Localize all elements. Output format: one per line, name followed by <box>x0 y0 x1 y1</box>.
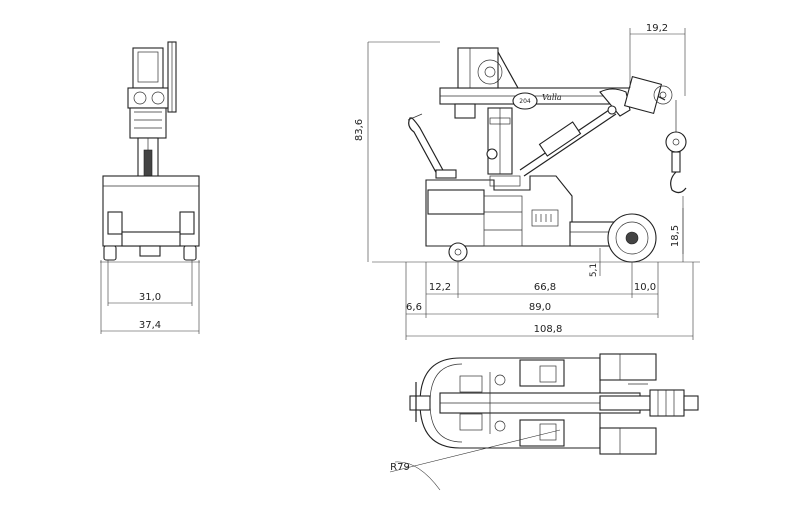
dim-turn-radius: R79 <box>390 462 410 473</box>
dim-total-width: 37,4 <box>139 320 161 331</box>
dim-chassis-length: 89,0 <box>529 302 551 313</box>
turn-radius: R79 <box>389 429 561 491</box>
dim-wheelbase: 66,8 <box>534 282 556 293</box>
dim-total-length: 108,8 <box>534 324 563 335</box>
dim-front-overhang: 12,2 <box>429 282 451 293</box>
side-dimensions: 83,6 19,2 18,5 5,1 12,2 66,8 10,0 6,6 89… <box>354 23 694 340</box>
model-badge <box>512 92 538 110</box>
side-view: 204 Valla <box>372 47 700 263</box>
front-dimensions: 31,0 37,4 <box>100 260 200 334</box>
top-view <box>409 353 699 455</box>
dim-rear-offset: 6,6 <box>406 302 422 313</box>
model-badge-text: 204 <box>519 98 531 105</box>
dim-height-total: 83,6 <box>354 119 365 141</box>
dim-hook-offset: 19,2 <box>646 23 668 34</box>
dim-wheel-height: 18,5 <box>670 225 681 247</box>
front-view <box>100 41 200 263</box>
dim-ground-clearance: 5,1 <box>589 263 599 277</box>
dim-track-width: 31,0 <box>139 292 161 303</box>
brand-logo: Valla <box>542 93 562 102</box>
dim-rear-overhang: 10,0 <box>634 282 656 293</box>
